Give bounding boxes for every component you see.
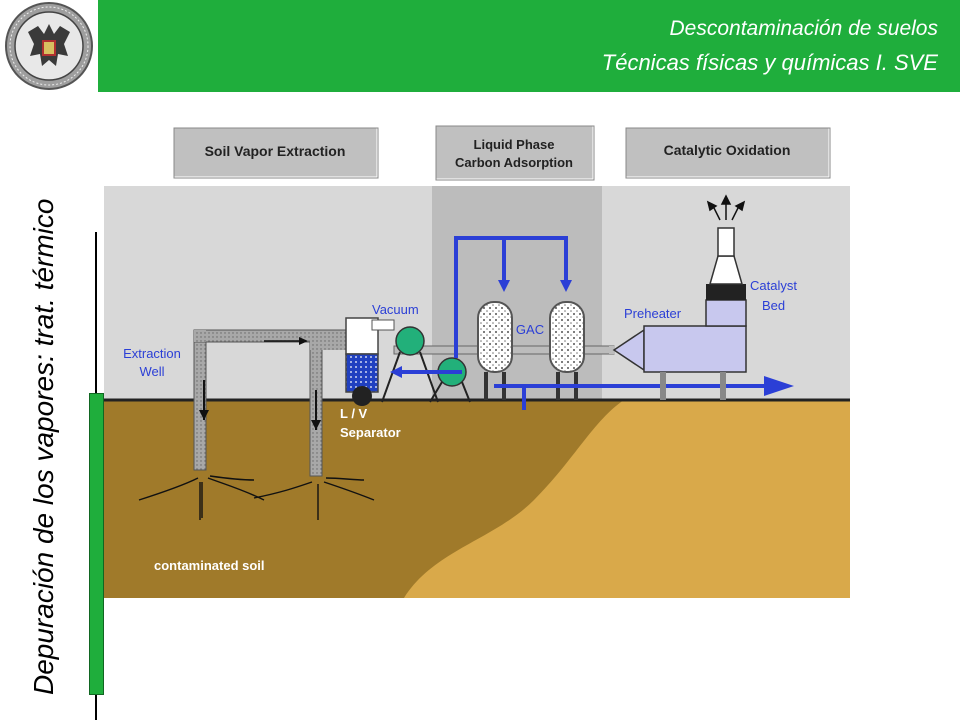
- label-catalyst-bed-2: Bed: [762, 298, 785, 313]
- vacuum-separator-unit: [345, 317, 395, 406]
- label-separator-2: Separator: [340, 425, 401, 440]
- exhaust-arrows: [706, 194, 746, 221]
- label-separator-1: L / V: [340, 406, 368, 421]
- liquid-flow-lines: [394, 236, 764, 410]
- label-preheater: Preheater: [624, 306, 682, 321]
- vacuum-pump: [381, 326, 439, 403]
- liquid-flow-arrowheads: [390, 280, 794, 396]
- header-title-line-1: Descontaminación de suelos: [669, 17, 939, 40]
- label-extraction-well-1: Extraction: [123, 346, 181, 361]
- header-title-line-2: Técnicas físicas y químicas I. SVE: [601, 50, 938, 75]
- tab-liquid-phase-label-2: Carbon Adsorption: [455, 155, 573, 170]
- diagram-labels: Extraction Well Vacuum GAC Preheater Cat…: [123, 278, 797, 573]
- tab-soil-vapor-extraction: Soil Vapor Extraction: [170, 124, 380, 180]
- university-seal-logo: [0, 0, 98, 92]
- tab-liquid-phase-carbon-adsorption: Liquid Phase Carbon Adsorption: [432, 122, 596, 182]
- label-vacuum: Vacuum: [372, 302, 419, 317]
- tab-catalytic-oxidation: Catalytic Oxidation: [622, 124, 832, 180]
- tab-liquid-phase-label-1: Liquid Phase: [474, 137, 555, 152]
- tab-catalytic-oxidation-label: Catalytic Oxidation: [664, 142, 791, 158]
- label-gac: GAC: [516, 322, 544, 337]
- tab-soil-vapor-extraction-label: Soil Vapor Extraction: [205, 143, 346, 159]
- label-contaminated-soil: contaminated soil: [154, 558, 265, 573]
- catalyst-bed-stack: [705, 227, 747, 327]
- soil-light: [404, 400, 850, 598]
- label-extraction-well-2: Well: [139, 364, 164, 379]
- soil-flow-arrows: [138, 475, 375, 520]
- side-title: Depuración de los vapores: trat. térmico: [28, 198, 59, 695]
- side-green-bar: [89, 393, 104, 695]
- header-bar: Descontaminación de suelos Técnicas físi…: [98, 0, 960, 92]
- sve-process-diagram: Soil Vapor Extraction Liquid Phase Carbo…: [104, 122, 850, 598]
- label-catalyst-bed-1: Catalyst: [750, 278, 797, 293]
- preheater-unit: [612, 325, 747, 400]
